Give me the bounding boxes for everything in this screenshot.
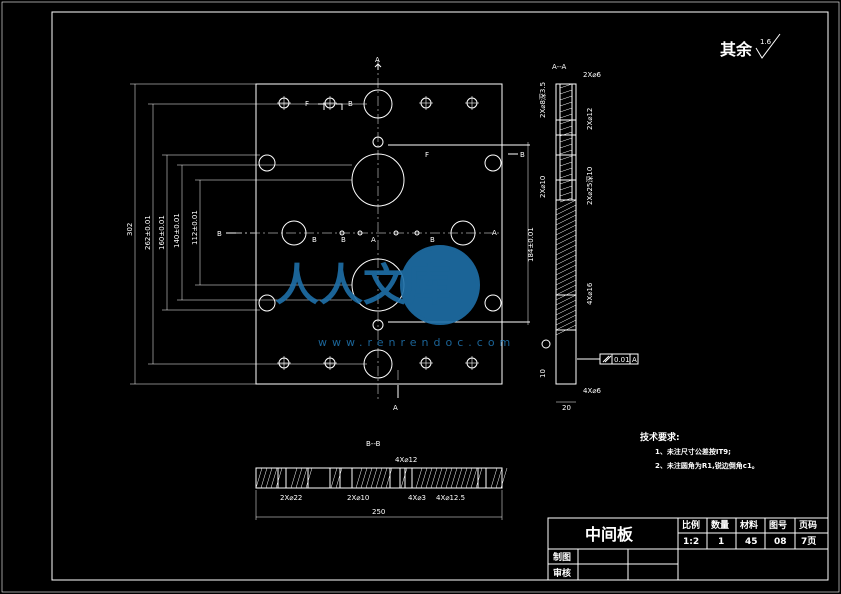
roughness-label: 其余 (720, 40, 753, 59)
checked-label: 审核 (553, 567, 571, 579)
dim-262: 262±0.01 (144, 215, 152, 250)
val-material: 45 (745, 537, 758, 547)
label-a-top: A (375, 56, 380, 64)
val-page: 7页 (801, 536, 816, 547)
label-b-right: B (520, 151, 525, 159)
sec-dim-top: 4X⌀12 (395, 456, 417, 464)
hdr-qty: 数量 (711, 519, 729, 531)
sec-dim-a: 2X⌀22 (280, 494, 302, 502)
side-dim-25: 2X⌀25深10 (585, 167, 594, 205)
side-hole-left (281, 220, 307, 246)
val-scale: 1:2 (683, 537, 699, 547)
label-f-3: F (425, 151, 429, 159)
label-a-bottom: A (393, 404, 398, 412)
tolerance-value: 0.01 (614, 356, 630, 364)
tech-item-1: 1、未注尺寸公差按IT9; (655, 447, 731, 456)
tolerance-datum: A (632, 356, 637, 364)
dim-140: 140±0.01 (173, 213, 181, 248)
side-dim-6b: 4X⌀6 (583, 387, 601, 395)
roughness-symbol: 其余 1.6 (720, 33, 781, 59)
front-view: A A B A B B A B B F B F 302 262±0.01 160… (126, 56, 535, 412)
side-dim-10b: 10 (539, 369, 547, 378)
small-holes (277, 96, 479, 370)
side-dim-16: 4X⌀16 (586, 282, 594, 305)
dim-160: 160±0.01 (158, 215, 166, 250)
val-qty: 1 (718, 537, 724, 547)
tech-title: 技术要求: (640, 431, 680, 443)
sec-dim-len: 250 (372, 508, 385, 516)
sec-dim-d: 4X⌀12.5 (436, 494, 465, 502)
label-a-mid: A (371, 236, 376, 244)
hdr-drawing-no: 图号 (769, 520, 787, 531)
watermark-url: www.renrendoc.com (318, 336, 515, 349)
dim-overall-height: 302 (126, 223, 134, 236)
val-drawing-no: 08 (774, 537, 787, 547)
label-a-right: A (492, 229, 497, 237)
label-b-left: B (217, 230, 222, 238)
label-b-mid2: B (341, 236, 346, 244)
large-hole-top (351, 153, 405, 207)
side-dim-12: 2X⌀12 (586, 108, 594, 130)
side-dim-top: 2X⌀8深3.5 (538, 82, 547, 118)
sec-dim-c: 4X⌀3 (408, 494, 426, 502)
hdr-material: 材料 (739, 519, 758, 531)
section-view-title: B--B (366, 440, 381, 448)
hdr-page: 页码 (799, 520, 817, 531)
side-dim-6: 2X⌀6 (583, 71, 601, 79)
tech-requirements: 技术要求: 1、未注尺寸公差按IT9; 2、未注圆角为R1,锐边倒角c1。 (640, 431, 759, 470)
hdr-scale: 比例 (682, 519, 700, 531)
side-view-title: A--A (552, 63, 567, 71)
side-dim-20: 20 (562, 404, 571, 412)
drawn-label: 制图 (553, 551, 571, 563)
plate-outline (255, 83, 503, 385)
section-view: B--B 4X⌀12 2X⌀22 2X⌀10 4X⌀3 4X⌀12.5 250 (255, 440, 508, 520)
label-b-mid: B (312, 236, 317, 244)
side-dim-10: 2X⌀10 (539, 176, 547, 198)
part-name: 中间板 (585, 525, 634, 544)
dim-112: 112±0.01 (191, 210, 199, 245)
label-b-mid3: B (430, 236, 435, 244)
watermark-text: 人人文库 (275, 260, 451, 311)
inner-frame (51, 11, 829, 581)
tech-item-2: 2、未注圆角为R1,锐边倒角c1。 (655, 461, 759, 470)
sec-dim-b: 2X⌀10 (347, 494, 369, 502)
side-view: A--A 2X⌀8深3.5 2X⌀6 2X⌀12 2X⌀10 2X⌀25深10 … (538, 63, 639, 412)
side-hole-right (450, 220, 476, 246)
dim-right-184: 184±0.01 (527, 227, 535, 262)
title-block: 中间板 比例 数量 材料 图号 页码 1:2 1 45 08 7页 制图 审核 (547, 517, 829, 581)
watermark: 人人文库 www.renrendoc.com (275, 245, 515, 349)
roughness-value: 1.6 (760, 38, 772, 46)
